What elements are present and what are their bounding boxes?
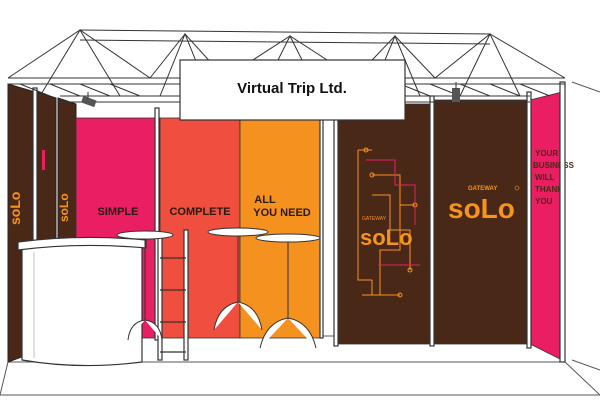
right-wall-edge <box>571 81 600 93</box>
booth-floor <box>0 361 600 396</box>
panel-label-simple: SIMPLE <box>98 206 139 218</box>
slogan-line-1: YOUR <box>535 149 558 158</box>
slogan-line-5: YOU <box>535 197 553 206</box>
panel-orange <box>239 117 321 339</box>
left-wall-logo-small-2: soLo <box>57 193 71 222</box>
slogan: YOUR BUSINESS WILL THANK YOU <box>533 149 575 206</box>
logo-trademark-icon <box>514 185 520 191</box>
panel-brown-logo <box>433 99 531 345</box>
reception-counter <box>17 236 147 367</box>
circuit-gateway-label: GATEWAY <box>362 216 387 222</box>
slogan-line-2: BUSINESS <box>533 161 575 170</box>
bar-table-right <box>255 233 321 349</box>
panel-magenta-right <box>529 91 563 361</box>
sign-board <box>179 59 406 121</box>
slogan-line-3: WILL <box>535 173 555 182</box>
spotlight-right <box>452 82 460 102</box>
gateway-logo: soLo <box>448 193 515 224</box>
panel-brown-circuit <box>337 103 435 345</box>
slogan-line-4: THANK <box>535 185 563 194</box>
panel-label-you-need: YOU NEED <box>253 207 311 219</box>
sign-company-name: Virtual Trip Ltd. <box>237 80 347 97</box>
gateway-label: GATEWAY <box>468 186 497 192</box>
panel-label-all: ALL <box>254 194 276 206</box>
right-wall-edge-bottom <box>571 359 600 371</box>
circuit-diagram-magenta <box>366 159 420 266</box>
brochure-rack <box>157 229 189 361</box>
left-wall-accent <box>42 150 45 170</box>
bar-table-left <box>116 230 174 341</box>
left-wall-logo-small: soLo <box>7 192 23 225</box>
spotlight-left <box>81 92 97 108</box>
bar-table-middle <box>207 227 269 331</box>
circuit-logo: soLo <box>360 225 413 250</box>
panel-label-complete: COMPLETE <box>169 206 230 218</box>
circuit-diagram <box>357 147 418 298</box>
